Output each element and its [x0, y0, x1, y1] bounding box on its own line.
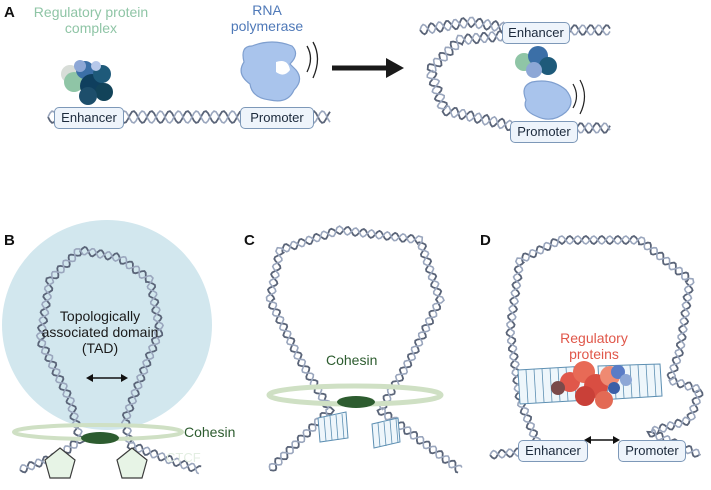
panel-c-cohesin	[266, 383, 444, 449]
panel-b-dna	[19, 246, 202, 475]
panel-d-promoter-box: Promoter	[618, 440, 686, 462]
regulatory-proteins-label: Regulatory proteins	[560, 330, 628, 362]
rna-polymerase-label: RNA polymerase	[230, 2, 304, 34]
promoter-box: Promoter	[240, 107, 314, 129]
transition-arrow	[332, 58, 404, 78]
panel-letter-a: A	[4, 4, 15, 21]
enhancer-box: Enhancer	[54, 107, 124, 129]
panel-d-regulatory-proteins	[551, 361, 632, 409]
panel-letter-d: D	[480, 232, 491, 249]
looped-complex	[515, 46, 586, 120]
looped-dna-bottom	[426, 28, 611, 134]
tad-domain-circle	[2, 220, 212, 430]
panel-letter-b: B	[4, 232, 15, 249]
enhancer-box-looped: Enhancer	[502, 22, 570, 44]
regulatory-protein-complex-label: Regulatory protein complex	[33, 4, 149, 36]
tad-distance-arrow	[86, 374, 128, 382]
panel-b-cohesin-label: Cohesin	[184, 424, 236, 440]
panel-d-enhancer-box: Enhancer	[518, 440, 588, 462]
regulatory-protein-complex	[61, 60, 113, 105]
promoter-box-looped: Promoter	[510, 121, 578, 143]
panel-b-cohesin	[12, 423, 184, 479]
rna-polymerase	[240, 41, 319, 102]
enhancer-promoter-arrow	[584, 436, 620, 444]
panel-c-dna	[265, 225, 463, 474]
ctcf-label: CTCF	[166, 450, 201, 465]
panel-letter-c: C	[244, 232, 255, 249]
tad-label: Topologically associated domain (TAD)	[41, 308, 159, 356]
panel-c-cohesin-label: Cohesin	[326, 352, 378, 368]
